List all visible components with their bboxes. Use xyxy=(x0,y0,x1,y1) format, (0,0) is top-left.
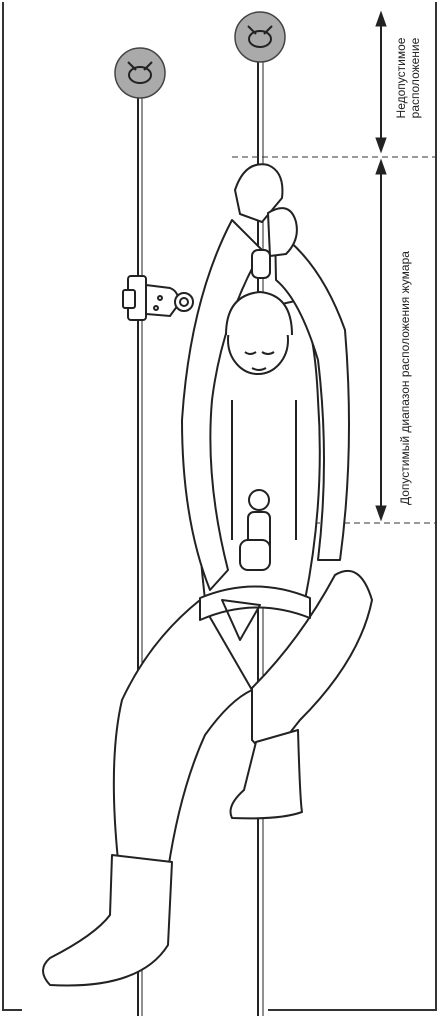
anchor-icon xyxy=(235,12,285,62)
arrow-down-icon xyxy=(376,160,386,520)
anchor-icon xyxy=(115,48,165,98)
forbidden-zone-label-line2: расположение xyxy=(408,14,422,142)
forbidden-zone-label-line1: Недопустимое xyxy=(394,14,408,142)
fall-arrester xyxy=(123,276,193,320)
climber-figure xyxy=(43,164,372,985)
allowed-range-label: Допустимый диапазон расположения жумара xyxy=(398,251,412,505)
forbidden-zone-label: Недопустимое расположение xyxy=(394,14,422,142)
arrow-up-icon xyxy=(376,12,386,152)
